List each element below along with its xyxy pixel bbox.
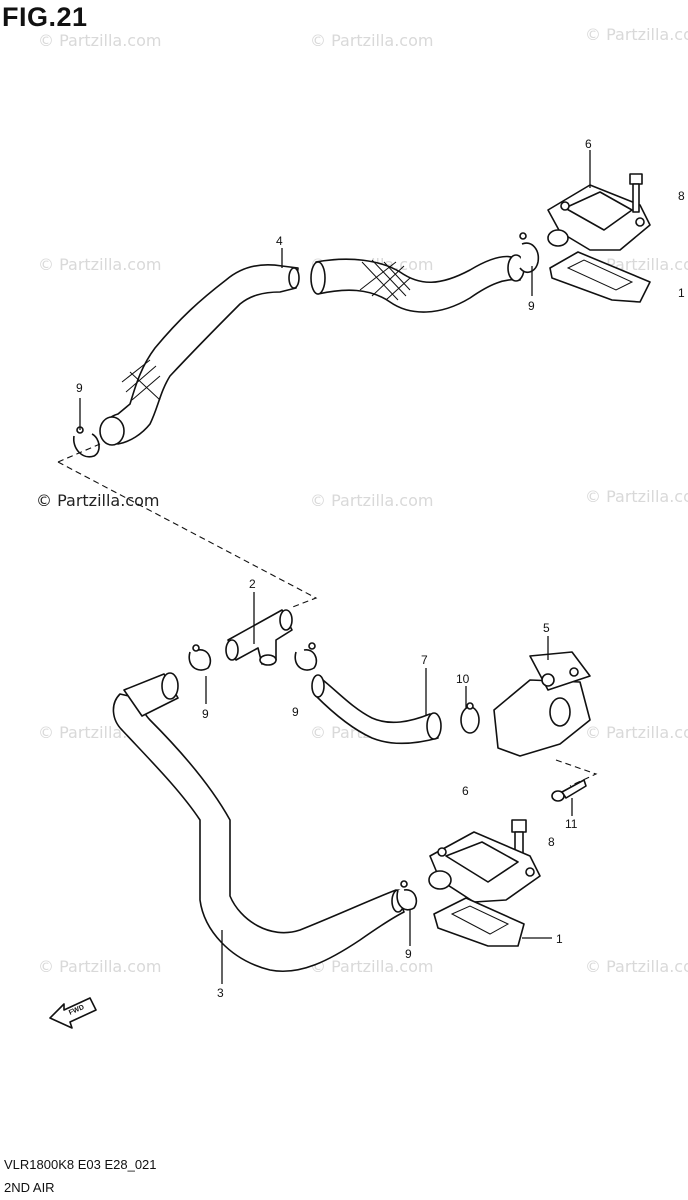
leader-lines [79, 150, 591, 984]
clamp-9-upper-right [519, 232, 540, 274]
watermark-text: © Partzilla.com [36, 491, 159, 510]
figure-name: 2ND AIR [4, 1180, 55, 1195]
clamp-9-lower [396, 880, 418, 911]
reed-plate-1-lower [433, 897, 525, 947]
callout-labels: 4 6 8 1 9 9 2 5 7 10 9 9 6 11 8 1 9 3 [76, 137, 685, 1000]
upper-hose-mid [310, 254, 525, 313]
bolt-8-upper [629, 173, 643, 213]
callout-9: 9 [76, 381, 83, 395]
callout-4: 4 [276, 234, 283, 248]
watermark-text: © Partzilla.com [585, 723, 688, 742]
figure-code: VLR1800K8 E03 E28_021 [4, 1157, 157, 1172]
clamp-9-mid-left [188, 644, 212, 671]
callout-11: 11 [565, 817, 578, 831]
callout-9: 9 [528, 299, 535, 313]
watermark-text: © Partzilla.com [585, 487, 688, 506]
callout-6: 6 [462, 784, 469, 798]
callout-9: 9 [405, 947, 412, 961]
reed-plate-1-upper [549, 251, 651, 303]
callout-1: 1 [556, 932, 563, 946]
reed-valve-cover-lower [428, 831, 541, 903]
figure-title: FIG.21 [2, 2, 88, 32]
callout-8: 8 [678, 189, 685, 203]
clamp-10 [460, 702, 480, 734]
callout-2: 2 [249, 577, 256, 591]
watermark-text: © Partzilla.com [310, 957, 433, 976]
callout-9: 9 [292, 705, 299, 719]
callout-9: 9 [202, 707, 209, 721]
t-joint-2 [225, 609, 293, 666]
callout-1: 1 [678, 286, 685, 300]
clamp-9-upper-left [72, 426, 100, 458]
callout-5: 5 [543, 621, 550, 635]
watermark-text: © Partzilla.com [585, 25, 688, 44]
lower-hose-3 [112, 672, 405, 972]
callout-7: 7 [421, 653, 428, 667]
callout-8: 8 [548, 835, 555, 849]
watermark-text: © Partzilla.com [310, 491, 433, 510]
front-direction-arrow: FWD [49, 997, 97, 1029]
screw-11 [551, 779, 587, 802]
watermark-text: © Partzilla.com [38, 255, 161, 274]
callout-3: 3 [217, 986, 224, 1000]
watermark-text: © Partzilla.com [38, 31, 161, 50]
watermark-text: © Partzilla.com [310, 31, 433, 50]
reed-valve-cover-6-upper [547, 184, 651, 251]
watermark-text: © Partzilla.com [38, 957, 161, 976]
upper-hose-4 [99, 264, 300, 446]
watermark-text: © Partzilla.com [585, 957, 688, 976]
air-control-valve-5 [493, 651, 591, 757]
clamp-9-mid-right [294, 642, 318, 671]
callout-6: 6 [585, 137, 592, 151]
hose-7 [311, 674, 442, 745]
callout-10: 10 [456, 672, 470, 686]
